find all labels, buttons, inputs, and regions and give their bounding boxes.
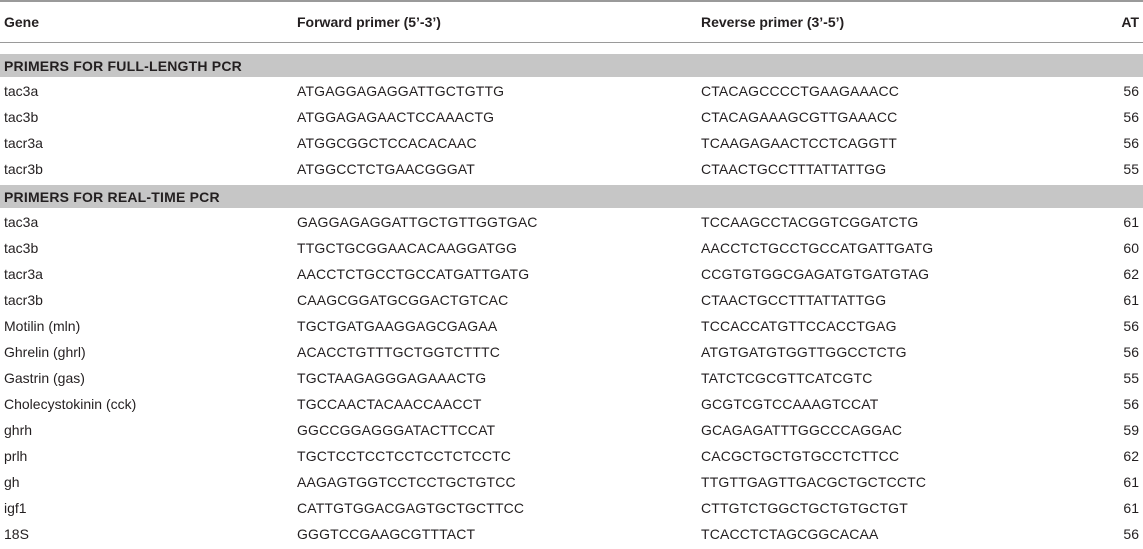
table-row: prlh TGCTCCTCCTCCTCCTCTCCTC CACGCTGCTGTG… bbox=[0, 444, 1143, 470]
forward-primer-cell: AAGAGTGGTCCTCCTGCTGTCC bbox=[297, 474, 516, 490]
section-title: PRIMERS FOR FULL-LENGTH PCR bbox=[4, 58, 242, 74]
at-cell: 56 bbox=[1123, 318, 1139, 334]
reverse-primer-cell: GCGTCGTCCAAAGTCCAT bbox=[701, 396, 879, 412]
reverse-primer-cell: CTTGTCTGGCTGCTGTGCTGT bbox=[701, 500, 908, 516]
forward-primer-cell: ATGGCGGCTCCACACAAC bbox=[297, 135, 477, 151]
at-cell: 56 bbox=[1123, 83, 1139, 99]
at-cell: 56 bbox=[1123, 526, 1139, 542]
at-cell: 62 bbox=[1123, 266, 1139, 282]
table-row: Motilin (mln) TGCTGATGAAGGAGCGAGAA TCCAC… bbox=[0, 314, 1143, 340]
forward-primer-cell: ATGGCCTCTGAACGGGAT bbox=[297, 161, 475, 177]
table-row: tac3b ATGGAGAGAACTCCAAACTG CTACAGAAAGCGT… bbox=[0, 105, 1143, 131]
header-annealing-temperature: AT bbox=[1121, 14, 1139, 30]
gene-cell: gh bbox=[4, 474, 20, 490]
table-row: Gastrin (gas) TGCTAAGAGGGAGAAACTG TATCTC… bbox=[0, 366, 1143, 392]
forward-primer-cell: TGCTGATGAAGGAGCGAGAA bbox=[297, 318, 498, 334]
reverse-primer-cell: CACGCTGCTGTGCCTCTTCC bbox=[701, 448, 900, 464]
gene-cell: Gastrin (gas) bbox=[4, 370, 85, 386]
forward-primer-cell: GGGTCCGAAGCGTTTACT bbox=[297, 526, 476, 542]
reverse-primer-cell: ATGTGATGTGGTTGGCCTCTG bbox=[701, 344, 907, 360]
table-row: Ghrelin (ghrl) ACACCTGTTTGCTGGTCTTTC ATG… bbox=[0, 340, 1143, 366]
table-row: 18S GGGTCCGAAGCGTTTACT TCACCTCTAGCGGCACA… bbox=[0, 522, 1143, 548]
forward-primer-cell: CATTGTGGACGAGTGCTGCTTCC bbox=[297, 500, 525, 516]
at-cell: 56 bbox=[1123, 135, 1139, 151]
forward-primer-cell: TGCTAAGAGGGAGAAACTG bbox=[297, 370, 487, 386]
forward-primer-cell: ATGGAGAGAACTCCAAACTG bbox=[297, 109, 495, 125]
at-cell: 56 bbox=[1123, 344, 1139, 360]
at-cell: 61 bbox=[1123, 474, 1139, 490]
gene-cell: igf1 bbox=[4, 500, 27, 516]
at-cell: 56 bbox=[1123, 396, 1139, 412]
forward-primer-cell: AACCTCTGCCTGCCATGATTGATG bbox=[297, 266, 530, 282]
table-row: tacr3b CAAGCGGATGCGGACTGTCAC CTAACTGCCTT… bbox=[0, 288, 1143, 314]
header-forward-primer: Forward primer (5’-3’) bbox=[297, 14, 441, 30]
reverse-primer-cell: GCAGAGATTTGGCCCAGGAC bbox=[701, 422, 903, 438]
at-cell: 61 bbox=[1123, 214, 1139, 230]
section-header-full-length: PRIMERS FOR FULL-LENGTH PCR bbox=[0, 54, 1143, 77]
gene-cell: Motilin (mln) bbox=[4, 318, 81, 334]
header-gene: Gene bbox=[4, 14, 40, 30]
at-cell: 62 bbox=[1123, 448, 1139, 464]
table-top-rule bbox=[0, 0, 1143, 2]
gene-cell: prlh bbox=[4, 448, 28, 464]
gene-cell: tac3a bbox=[4, 214, 39, 230]
gene-cell: tacr3a bbox=[4, 135, 43, 151]
at-cell: 60 bbox=[1123, 240, 1139, 256]
at-cell: 55 bbox=[1123, 161, 1139, 177]
forward-primer-cell: CAAGCGGATGCGGACTGTCAC bbox=[297, 292, 509, 308]
reverse-primer-cell: AACCTCTGCCTGCCATGATTGATG bbox=[701, 240, 934, 256]
section-title: PRIMERS FOR REAL-TIME PCR bbox=[4, 189, 220, 205]
at-cell: 61 bbox=[1123, 500, 1139, 516]
table-row: tacr3a ATGGCGGCTCCACACAAC TCAAGAGAACTCCT… bbox=[0, 131, 1143, 157]
gene-cell: tacr3b bbox=[4, 161, 43, 177]
at-cell: 61 bbox=[1123, 292, 1139, 308]
gene-cell: tac3b bbox=[4, 240, 39, 256]
table-row: gh AAGAGTGGTCCTCCTGCTGTCC TTGTTGAGTTGACG… bbox=[0, 470, 1143, 496]
forward-primer-cell: ATGAGGAGAGGATTGCTGTTG bbox=[297, 83, 505, 99]
forward-primer-cell: GGCCGGAGGGATACTTCCAT bbox=[297, 422, 496, 438]
at-cell: 56 bbox=[1123, 109, 1139, 125]
forward-primer-cell: TGCCAACTACAACCAACCT bbox=[297, 396, 482, 412]
reverse-primer-cell: TCACCTCTAGCGGCACAA bbox=[701, 526, 879, 542]
reverse-primer-cell: CTAACTGCCTTTATTATTGG bbox=[701, 292, 887, 308]
table-header-rule bbox=[0, 42, 1143, 43]
reverse-primer-cell: TCAAGAGAACTCCTCAGGTT bbox=[701, 135, 897, 151]
reverse-primer-cell: TTGTTGAGTTGACGCTGCTCCTC bbox=[701, 474, 927, 490]
table-header-row: Gene Forward primer (5’-3’) Reverse prim… bbox=[0, 2, 1143, 42]
gene-cell: tac3b bbox=[4, 109, 39, 125]
reverse-primer-cell: TATCTCGCGTTCATCGTC bbox=[701, 370, 873, 386]
forward-primer-cell: TTGCTGCGGAACACAAGGATGG bbox=[297, 240, 518, 256]
gene-cell: tac3a bbox=[4, 83, 39, 99]
reverse-primer-cell: TCCACCATGTTCCACCTGAG bbox=[701, 318, 897, 334]
table-row: tac3a GAGGAGAGGATTGCTGTTGGTGAC TCCAAGCCT… bbox=[0, 210, 1143, 236]
table-row: tacr3a AACCTCTGCCTGCCATGATTGATG CCGTGTGG… bbox=[0, 262, 1143, 288]
reverse-primer-cell: CTACAGCCCCTGAAGAAACC bbox=[701, 83, 899, 99]
table-row: tacr3b ATGGCCTCTGAACGGGAT CTAACTGCCTTTAT… bbox=[0, 157, 1143, 183]
gene-cell: Ghrelin (ghrl) bbox=[4, 344, 86, 360]
reverse-primer-cell: CCGTGTGGCGAGATGTGATGTAG bbox=[701, 266, 930, 282]
header-reverse-primer: Reverse primer (3’-5’) bbox=[701, 14, 845, 30]
gene-cell: Cholecystokinin (cck) bbox=[4, 396, 137, 412]
at-cell: 59 bbox=[1123, 422, 1139, 438]
reverse-primer-cell: CTACAGAAAGCGTTGAAACC bbox=[701, 109, 898, 125]
forward-primer-cell: GAGGAGAGGATTGCTGTTGGTGAC bbox=[297, 214, 538, 230]
gene-cell: 18S bbox=[4, 526, 29, 542]
table-row: Cholecystokinin (cck) TGCCAACTACAACCAACC… bbox=[0, 392, 1143, 418]
table-row: igf1 CATTGTGGACGAGTGCTGCTTCC CTTGTCTGGCT… bbox=[0, 496, 1143, 522]
reverse-primer-cell: CTAACTGCCTTTATTATTGG bbox=[701, 161, 887, 177]
gene-cell: tacr3a bbox=[4, 266, 43, 282]
gene-cell: ghrh bbox=[4, 422, 33, 438]
forward-primer-cell: TGCTCCTCCTCCTCCTCTCCTC bbox=[297, 448, 512, 464]
section-header-real-time: PRIMERS FOR REAL-TIME PCR bbox=[0, 185, 1143, 208]
table-row: ghrh GGCCGGAGGGATACTTCCAT GCAGAGATTTGGCC… bbox=[0, 418, 1143, 444]
table-row: tac3b TTGCTGCGGAACACAAGGATGG AACCTCTGCCT… bbox=[0, 236, 1143, 262]
forward-primer-cell: ACACCTGTTTGCTGGTCTTTC bbox=[297, 344, 501, 360]
reverse-primer-cell: TCCAAGCCTACGGTCGGATCTG bbox=[701, 214, 919, 230]
at-cell: 55 bbox=[1123, 370, 1139, 386]
table-row: tac3a ATGAGGAGAGGATTGCTGTTG CTACAGCCCCTG… bbox=[0, 79, 1143, 105]
gene-cell: tacr3b bbox=[4, 292, 43, 308]
